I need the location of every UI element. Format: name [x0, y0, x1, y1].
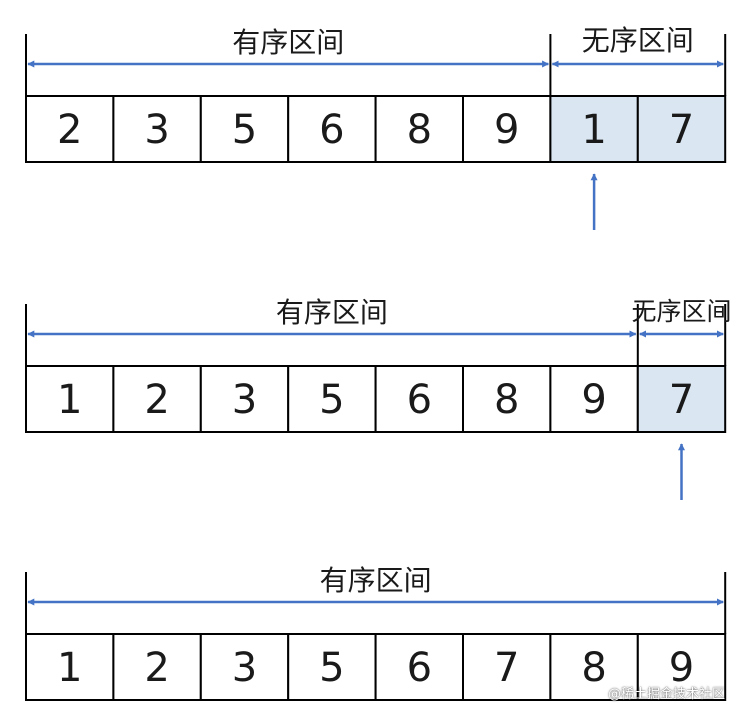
cell-value: 8 — [494, 377, 519, 423]
sorted-cell — [374, 633, 465, 701]
cell-value: 6 — [407, 377, 432, 423]
unsorted-cell — [549, 95, 639, 163]
cell-value: 5 — [319, 377, 344, 423]
cell-value: 9 — [581, 377, 606, 423]
unsorted-span-label: 无序区间 — [631, 297, 731, 326]
sorted-cell — [462, 365, 552, 433]
sorted-cell — [112, 365, 202, 433]
sorted-cell — [25, 365, 115, 433]
cell-value: 9 — [669, 645, 694, 691]
cell-value: 7 — [669, 377, 694, 423]
sorted-cell — [112, 633, 202, 701]
array-row-2: 1 2 3 5 6 8 9 7 有序区间 无序区间 — [25, 296, 732, 500]
array-row-3: 1 2 3 5 6 7 8 9 有序区间 — [25, 564, 727, 701]
sorted-cell — [636, 633, 727, 701]
unsorted-cell — [636, 95, 727, 163]
sorted-cell — [287, 365, 377, 433]
cell-value: 8 — [407, 107, 432, 153]
array-row-1: 2 3 5 6 8 9 1 7 有序区间 无序区间 — [25, 24, 727, 230]
sorted-cell — [199, 365, 290, 433]
cell-value: 2 — [144, 645, 169, 691]
sorted-cell — [462, 95, 552, 163]
cell-value: 6 — [407, 645, 432, 691]
sorted-cell — [374, 95, 465, 163]
cell-value: 5 — [319, 645, 344, 691]
sorted-cell — [199, 95, 290, 163]
cell-value: 7 — [494, 645, 519, 691]
sorted-span-label: 有序区间 — [320, 564, 432, 597]
cell-value: 3 — [144, 107, 169, 153]
unsorted-cell — [636, 365, 727, 433]
cell-value: 1 — [57, 377, 82, 423]
sorted-cell — [287, 633, 377, 701]
watermark: @稀土掘金技术社区 — [607, 687, 725, 702]
cell-value: 3 — [232, 645, 257, 691]
sorted-cell — [462, 633, 552, 701]
cell-value: 2 — [144, 377, 169, 423]
sorted-cell — [25, 633, 115, 701]
cell-value: 8 — [581, 645, 606, 691]
sorted-cell — [112, 95, 202, 163]
sorted-cell — [25, 95, 115, 163]
sorted-span-label: 有序区间 — [232, 26, 344, 59]
cell-value: 1 — [57, 645, 82, 691]
sorted-cell — [374, 365, 465, 433]
cell-value: 3 — [232, 377, 257, 423]
cell-value: 1 — [581, 107, 606, 153]
cell-value: 7 — [669, 107, 694, 153]
cell-value: 6 — [319, 107, 344, 153]
sorted-span-label: 有序区间 — [276, 296, 388, 329]
unsorted-span-label: 无序区间 — [582, 24, 694, 57]
cell-value: 2 — [57, 107, 82, 153]
cell-value: 9 — [494, 107, 519, 153]
cell-value: 5 — [232, 107, 257, 153]
